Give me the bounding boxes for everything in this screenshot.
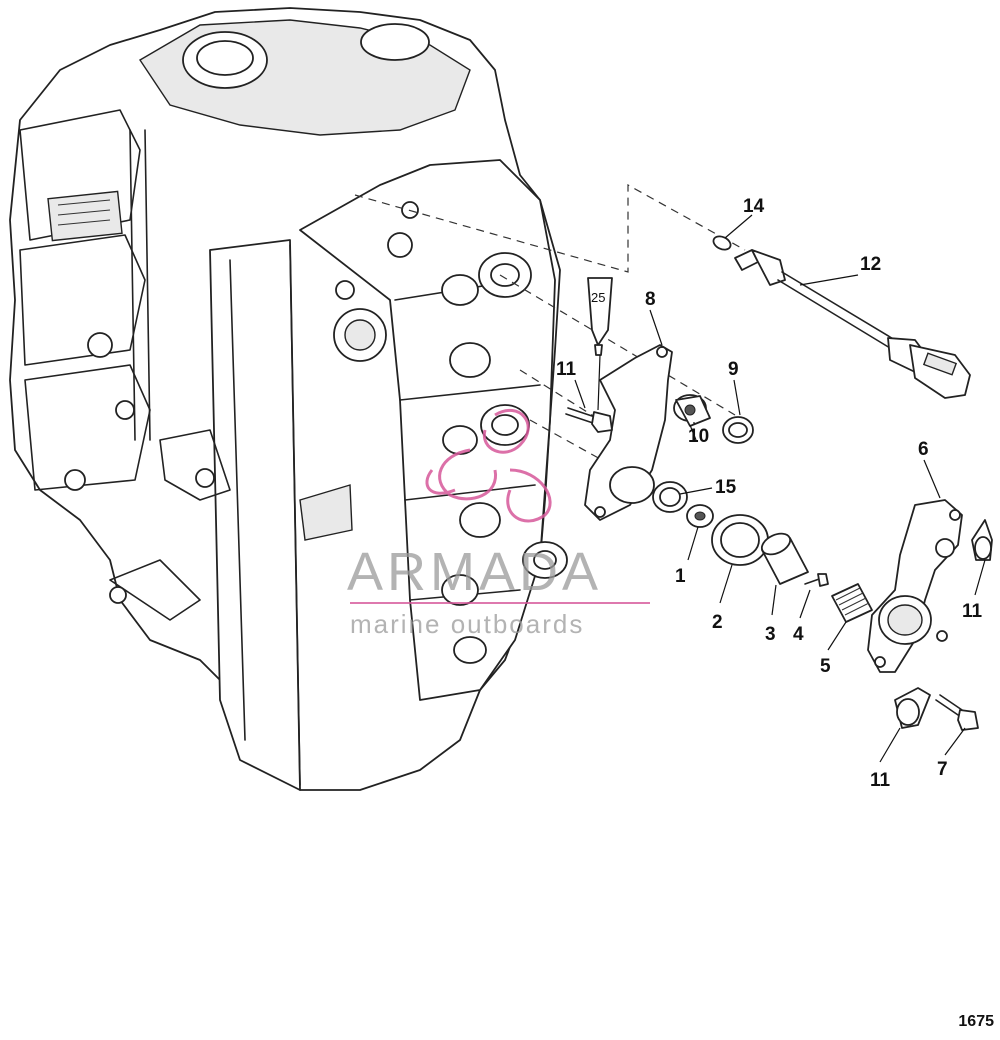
engine-block-illustration xyxy=(9,7,568,791)
part-12-bolt[interactable] xyxy=(565,407,613,433)
part-11-hose-clip-upper[interactable] xyxy=(971,519,993,561)
callout-9[interactable]: 9 xyxy=(728,359,739,380)
callout-10[interactable]: 10 xyxy=(688,426,709,447)
part-11-hose-clip-lower[interactable] xyxy=(894,687,931,729)
part-4-screw[interactable] xyxy=(804,573,829,587)
watermark: ARMADA marine outboards xyxy=(347,408,650,639)
part-2-diaphragm[interactable] xyxy=(711,514,769,566)
callout-4[interactable]: 4 xyxy=(793,624,804,645)
callout-5[interactable]: 5 xyxy=(820,656,831,677)
callout-11-upper[interactable]: 11 xyxy=(962,601,983,622)
part-14-o-ring[interactable] xyxy=(711,234,732,252)
sealant-tube: 25 xyxy=(587,277,613,356)
part-3-sleeve[interactable] xyxy=(759,530,809,585)
callout-leaders xyxy=(574,214,986,763)
watermark-brand: ARMADA xyxy=(347,542,602,602)
callout-8[interactable]: 8 xyxy=(645,289,656,310)
part-10-thermostat[interactable] xyxy=(673,394,711,427)
part-5-spring[interactable] xyxy=(831,583,873,623)
callout-13[interactable]: 12 xyxy=(860,254,881,275)
callout-15[interactable]: 15 xyxy=(715,477,737,498)
callout-14[interactable]: 14 xyxy=(743,196,765,217)
part-6-thermostat-cover[interactable] xyxy=(867,499,963,673)
part-15-ring[interactable] xyxy=(652,481,688,513)
diagram-number: 1675 xyxy=(958,1013,994,1030)
callout-3[interactable]: 3 xyxy=(765,624,776,645)
part-9-seal[interactable] xyxy=(722,416,754,444)
callout-1[interactable]: 1 xyxy=(675,566,686,587)
callout-11-lower[interactable]: 11 xyxy=(870,770,891,791)
part-7-bolt[interactable] xyxy=(935,694,979,731)
callout-7[interactable]: 7 xyxy=(937,759,948,780)
part-13-temperature-sensor[interactable] xyxy=(734,249,971,399)
callout-6[interactable]: 6 xyxy=(918,439,929,460)
part-1-valve[interactable] xyxy=(686,504,714,528)
callout-12[interactable]: 11 xyxy=(556,359,577,380)
callout-2[interactable]: 2 xyxy=(712,612,723,633)
watermark-logo-mark xyxy=(425,408,552,523)
watermark-tagline: marine outboards xyxy=(350,609,584,639)
sealant-tube-label: 25 xyxy=(591,290,605,305)
head-ports xyxy=(441,252,568,664)
callout-labels: 14 12 8 9 11 10 15 1 2 3 4 5 6 11 11 7 xyxy=(556,196,983,791)
part-8-gasket[interactable] xyxy=(584,344,673,521)
